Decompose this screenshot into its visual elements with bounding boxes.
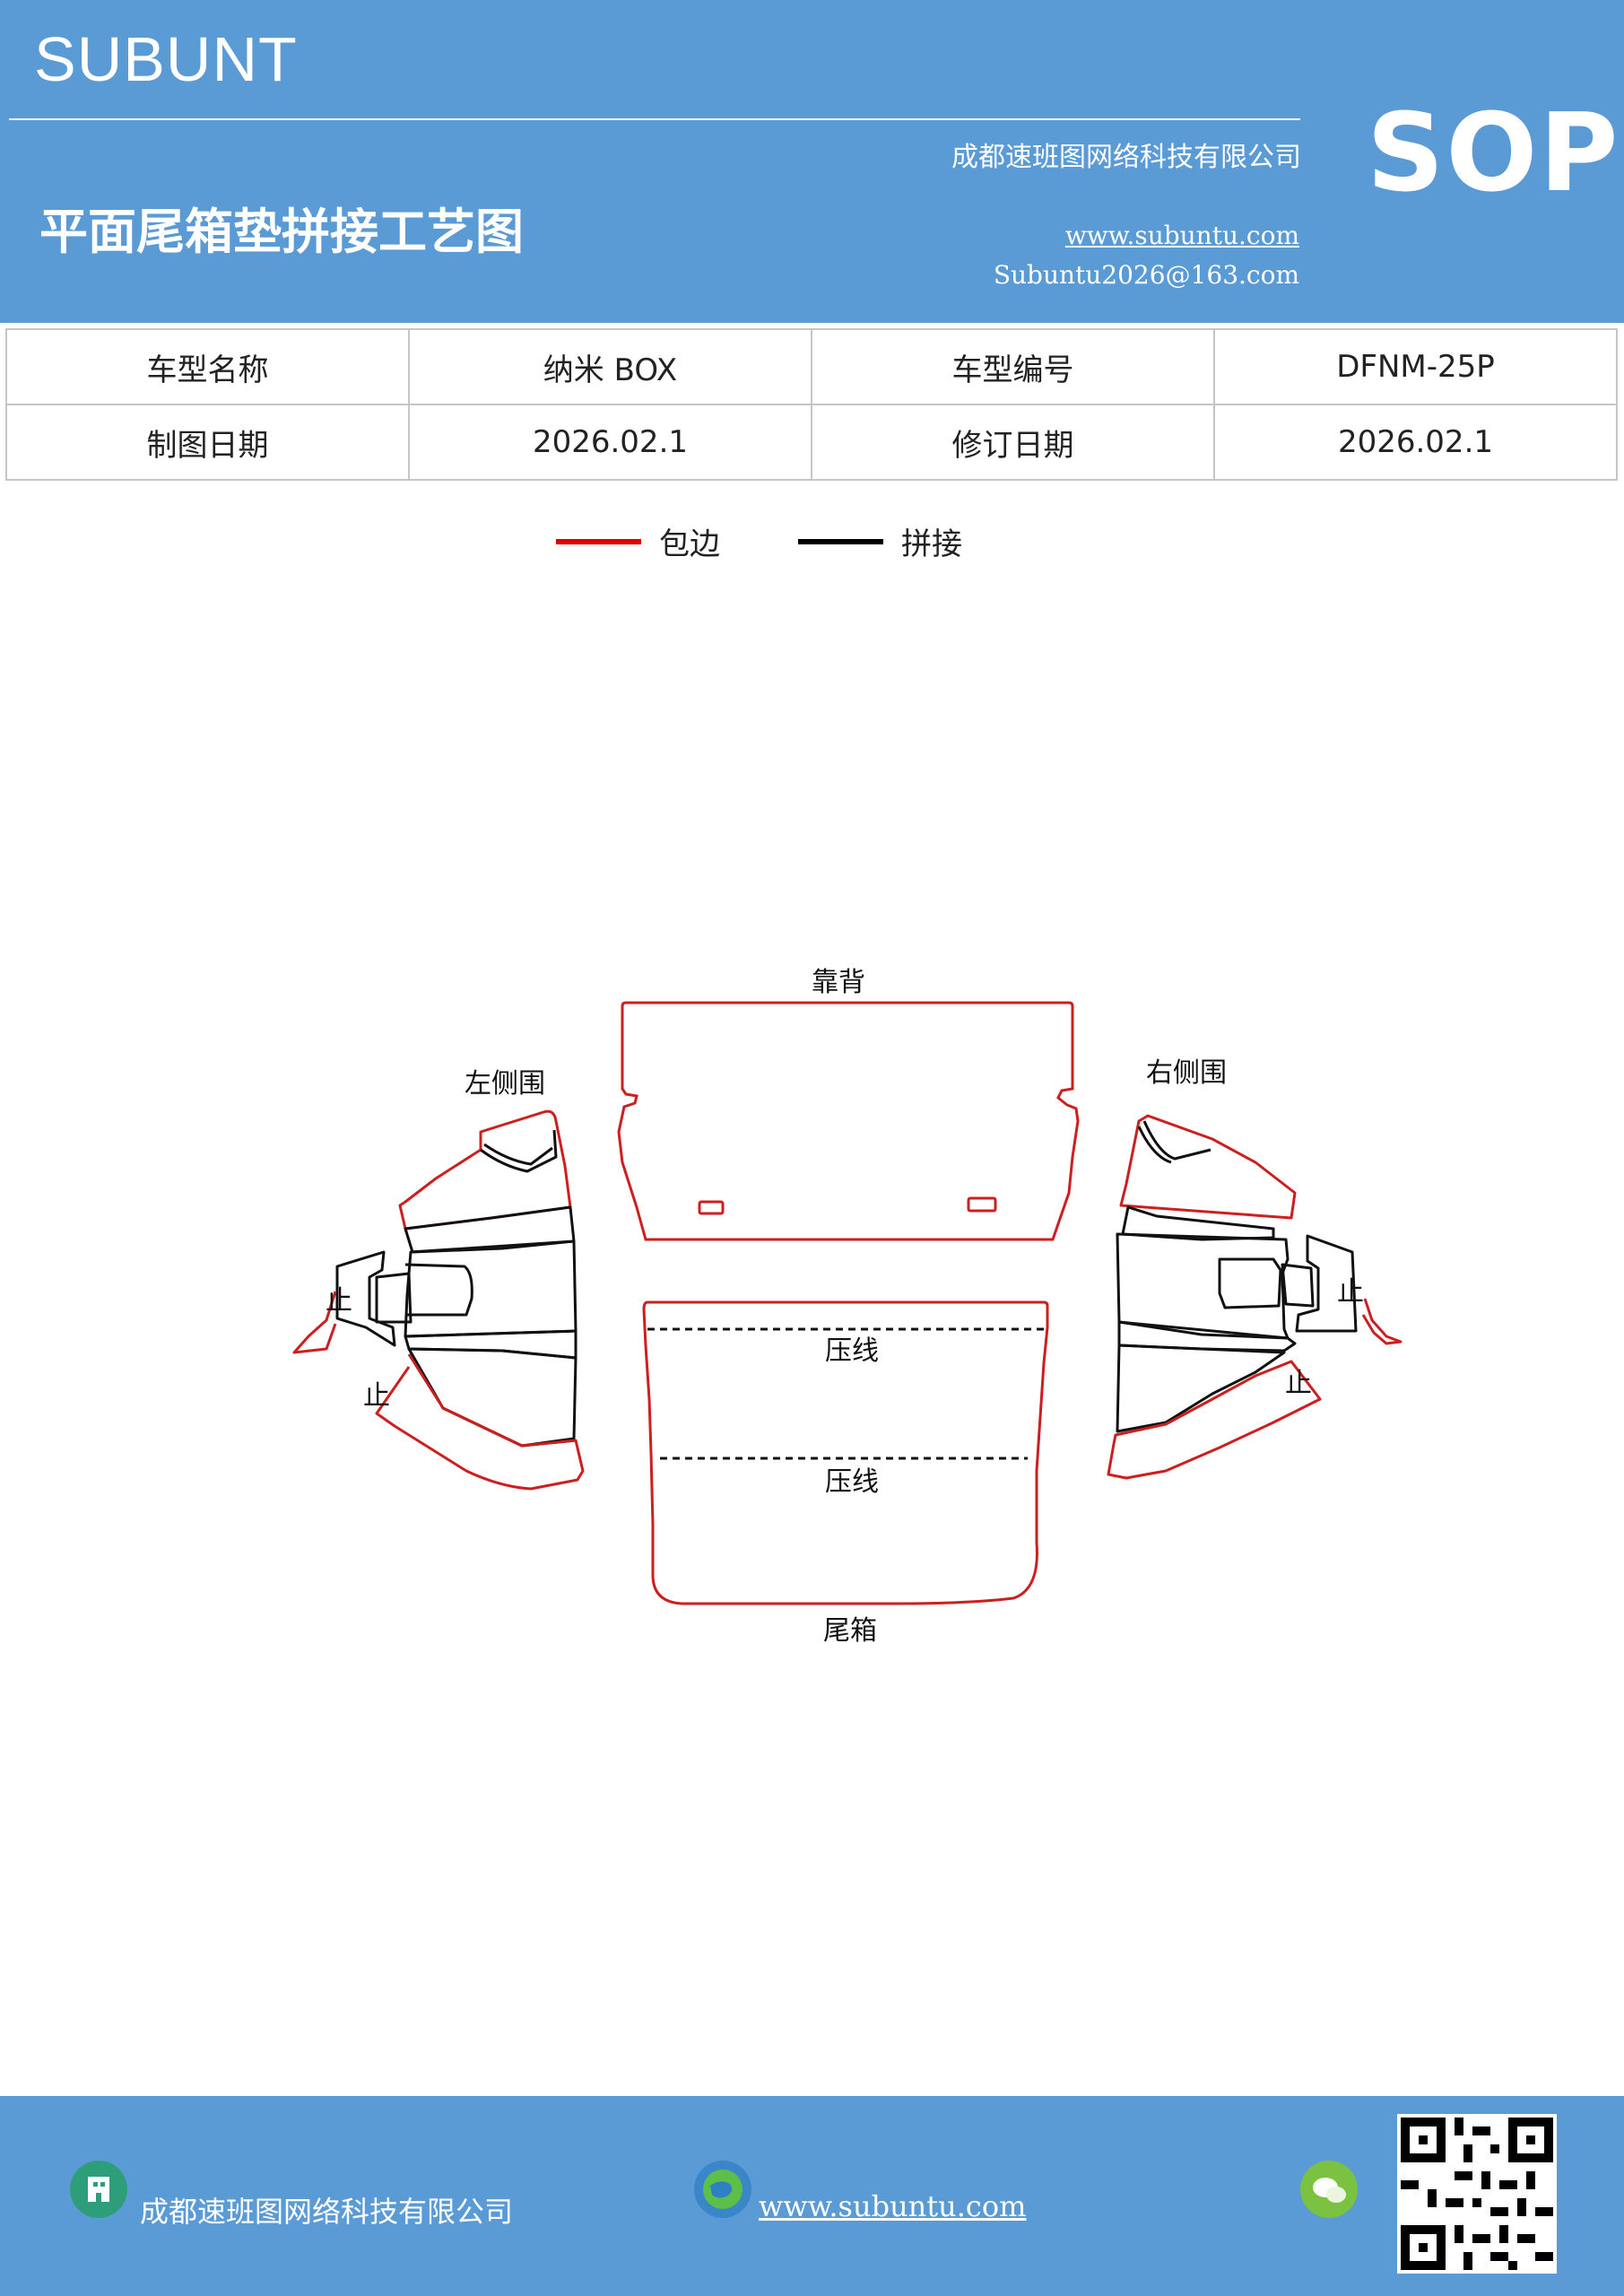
header-divider bbox=[9, 118, 1300, 120]
draw-date-label: 制图日期 bbox=[5, 404, 410, 481]
crease-label: 压线 bbox=[825, 1335, 879, 1367]
table-row: 制图日期 2026.02.1 修订日期 2026.02.1 bbox=[5, 404, 1618, 481]
cutting-diagram: 靠背 压线 压线 尾箱 左侧围 止 止 右侧围 bbox=[292, 967, 1403, 1647]
revision-date-label: 修订日期 bbox=[811, 404, 1215, 481]
revision-date-value: 2026.02.1 bbox=[1213, 404, 1618, 481]
brand-name: SUBUNT bbox=[34, 24, 298, 94]
joint-swatch bbox=[798, 539, 883, 544]
footer-website-link[interactable]: www.subuntu.com bbox=[759, 2189, 1027, 2223]
backrest-slot bbox=[698, 1200, 725, 1215]
crease-label: 压线 bbox=[825, 1466, 879, 1498]
sop-badge: SOP bbox=[1367, 91, 1620, 216]
qr-code bbox=[1397, 2114, 1557, 2274]
website-link[interactable]: www.subuntu.com bbox=[1064, 221, 1299, 250]
trunk-label: 尾箱 bbox=[823, 1615, 877, 1647]
company-name: 成都速班图网络科技有限公司 bbox=[951, 142, 1301, 173]
joint-label: 拼接 bbox=[901, 526, 962, 562]
footer-company: 成都速班图网络科技有限公司 bbox=[140, 2195, 514, 2229]
footer-banner: 成都速班图网络科技有限公司 www.subuntu.com bbox=[0, 2096, 1624, 2296]
left-side-panel bbox=[292, 1109, 585, 1491]
document-title: 平面尾箱垫拼接工艺图 bbox=[39, 204, 524, 260]
trunk-floor-piece bbox=[642, 1300, 1049, 1605]
model-name-label: 车型名称 bbox=[5, 328, 410, 405]
vehicle-info-table: 车型名称 纳米 BOX 车型编号 DFNM-25P 制图日期 2026.02.1… bbox=[5, 328, 1618, 481]
model-code-value: DFNM-25P bbox=[1213, 328, 1618, 405]
model-name-value: 纳米 BOX bbox=[408, 328, 812, 405]
stop-mark: 止 bbox=[1337, 1276, 1364, 1308]
stop-mark: 止 bbox=[1285, 1368, 1312, 1399]
model-code-label: 车型编号 bbox=[811, 328, 1215, 405]
wechat-icon bbox=[1300, 2161, 1358, 2218]
building-icon bbox=[70, 2161, 127, 2218]
edging-label: 包边 bbox=[659, 526, 720, 562]
backrest-label: 靠背 bbox=[812, 967, 865, 998]
right-side-label: 右侧围 bbox=[1146, 1057, 1227, 1089]
header-banner: SUBUNT 成都速班图网络科技有限公司 平面尾箱垫拼接工艺图 www.subu… bbox=[0, 0, 1624, 323]
edging-swatch bbox=[556, 539, 641, 544]
stop-mark: 止 bbox=[326, 1285, 352, 1317]
backrest-piece bbox=[617, 1001, 1080, 1241]
backrest-slot bbox=[967, 1196, 997, 1213]
right-side-panel bbox=[1107, 1114, 1403, 1480]
stop-mark: 止 bbox=[363, 1380, 390, 1412]
left-side-label: 左侧围 bbox=[465, 1068, 545, 1100]
globe-icon bbox=[694, 2161, 751, 2218]
draw-date-value: 2026.02.1 bbox=[408, 404, 812, 481]
email-address: Subuntu2026@163.com bbox=[993, 260, 1299, 290]
table-row: 车型名称 纳米 BOX 车型编号 DFNM-25P bbox=[5, 328, 1618, 405]
